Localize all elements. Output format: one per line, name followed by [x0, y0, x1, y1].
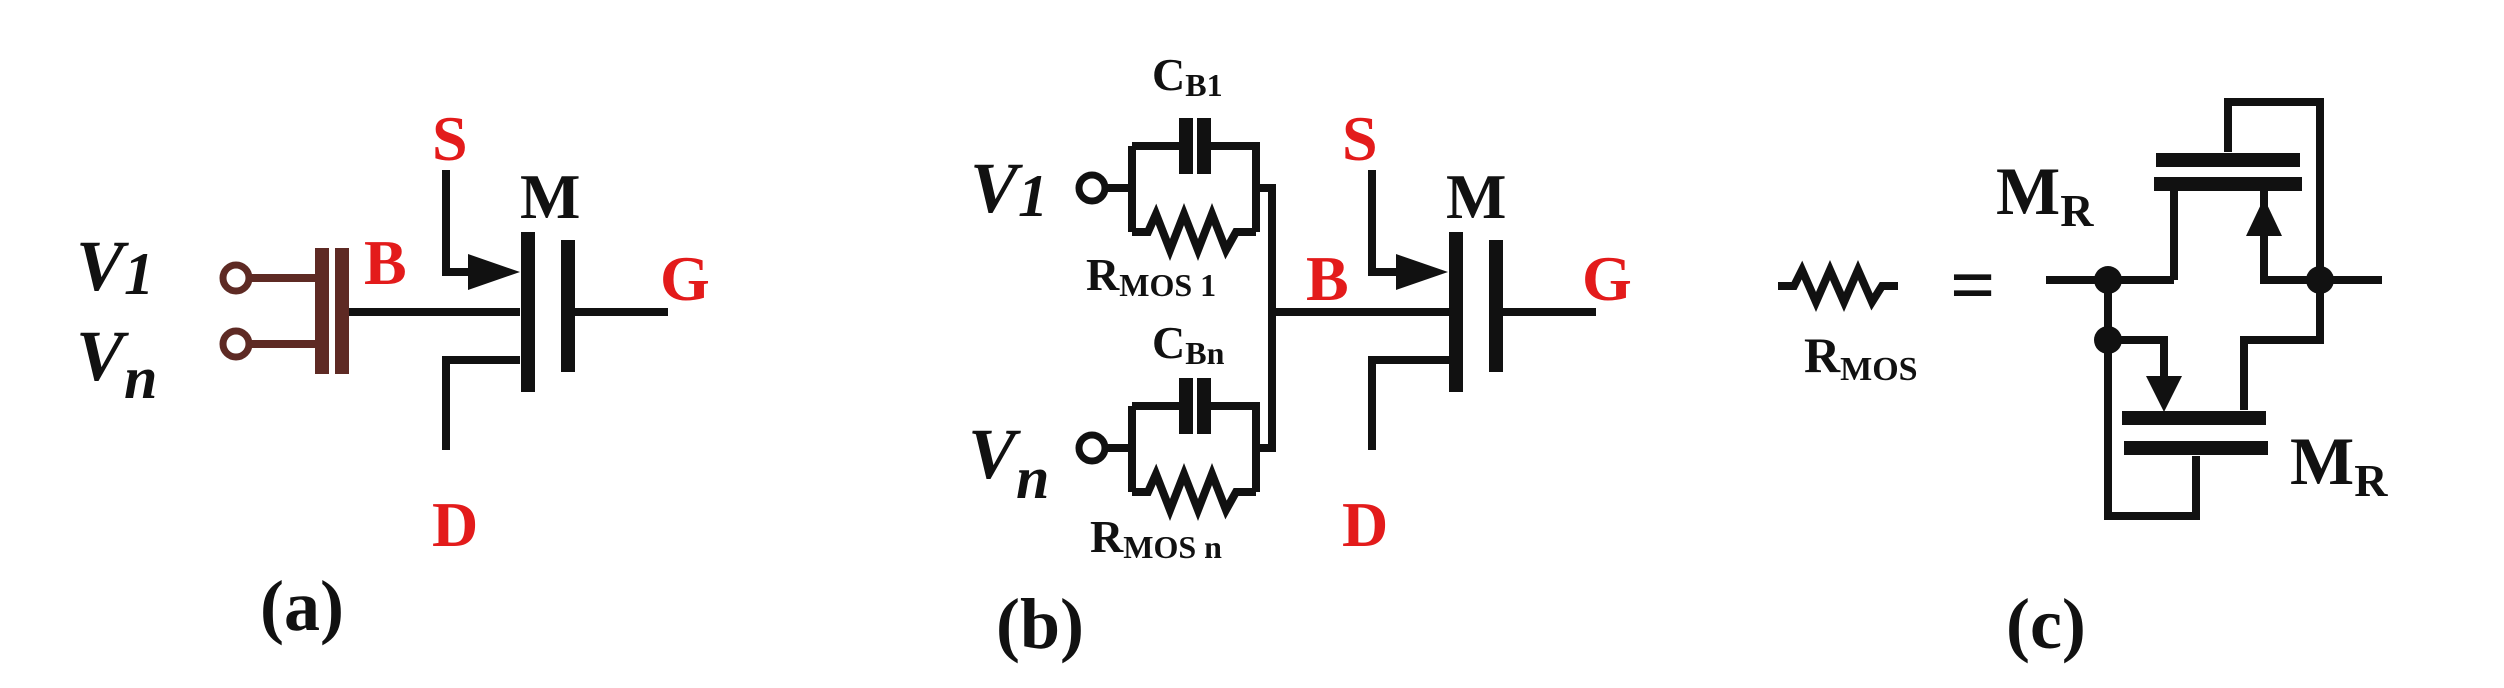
rmos-resistor-symbol [1778, 260, 1898, 312]
panel-a: S D G B M V1 Vn (a) [76, 103, 710, 646]
equals-sign: = [1950, 242, 1996, 330]
input-terminals-a [219, 248, 349, 374]
capn-label: CBn [1152, 317, 1225, 371]
source-label-b: S [1342, 103, 1378, 174]
caption-a: (a) [260, 566, 344, 646]
rmos-label: RMOS [1804, 327, 1918, 388]
body-label-a: B [364, 227, 407, 298]
mosfet-m-a [442, 170, 668, 450]
v1-label-a: V1 [76, 226, 154, 307]
mosfet-m-b [1368, 170, 1596, 450]
rc-branch-n [1075, 370, 1276, 522]
body-label-b: B [1306, 243, 1349, 314]
panel-b: S D G B M V1 Vn CB1 CBn RMOS 1 RMOS n (b… [968, 49, 1632, 664]
source-label-a: S [432, 103, 468, 174]
panel-c: RMOS = MR MR (c) [1778, 98, 2388, 664]
v1-label-b: V1 [970, 148, 1048, 229]
rc-branch-1 [1075, 118, 1276, 262]
vn-label-b: Vn [968, 414, 1049, 511]
transistor-label-a: M [520, 161, 580, 232]
transistor-label-b: M [1446, 161, 1506, 232]
gate-label-a: G [660, 243, 710, 314]
caption-b: (b) [996, 584, 1084, 664]
drain-label-a: D [432, 489, 478, 560]
vn-label-a: Vn [76, 316, 157, 411]
cap1-label: CB1 [1152, 49, 1223, 103]
mr-top-label: MR [1996, 153, 2094, 236]
caption-c: (c) [2006, 584, 2086, 664]
drain-label-b: D [1342, 489, 1388, 560]
mr-bottom-label: MR [2290, 423, 2388, 506]
resn-label: RMOS n [1090, 511, 1222, 565]
gate-label-b: G [1582, 243, 1632, 314]
res1-label: RMOS 1 [1086, 249, 1216, 303]
mr-circuit [2046, 98, 2382, 520]
